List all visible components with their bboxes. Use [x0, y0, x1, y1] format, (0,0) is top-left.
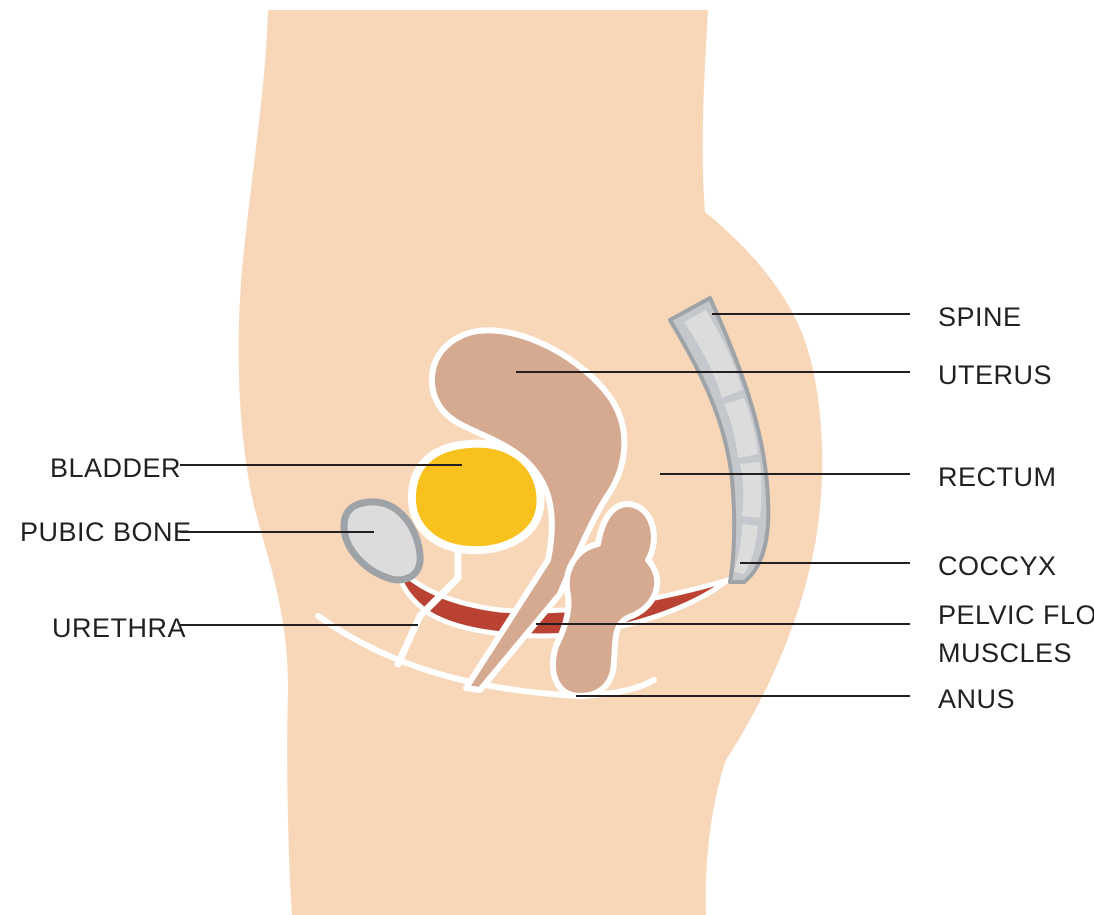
- label-pelvic-floor-line1: PELVIC FLOOR: [938, 600, 1094, 630]
- label-anus: ANUS: [938, 684, 1015, 714]
- label-urethra: URETHRA: [52, 613, 186, 643]
- label-pubic-bone: PUBIC BONE: [20, 517, 192, 547]
- label-rectum: RECTUM: [938, 462, 1057, 492]
- label-bladder: BLADDER: [50, 453, 181, 483]
- label-pelvic-floor-line2: MUSCLES: [938, 638, 1072, 668]
- label-coccyx: COCCYX: [938, 551, 1057, 581]
- label-uterus: UTERUS: [938, 360, 1052, 390]
- label-spine: SPINE: [938, 302, 1022, 332]
- bladder: [412, 444, 541, 551]
